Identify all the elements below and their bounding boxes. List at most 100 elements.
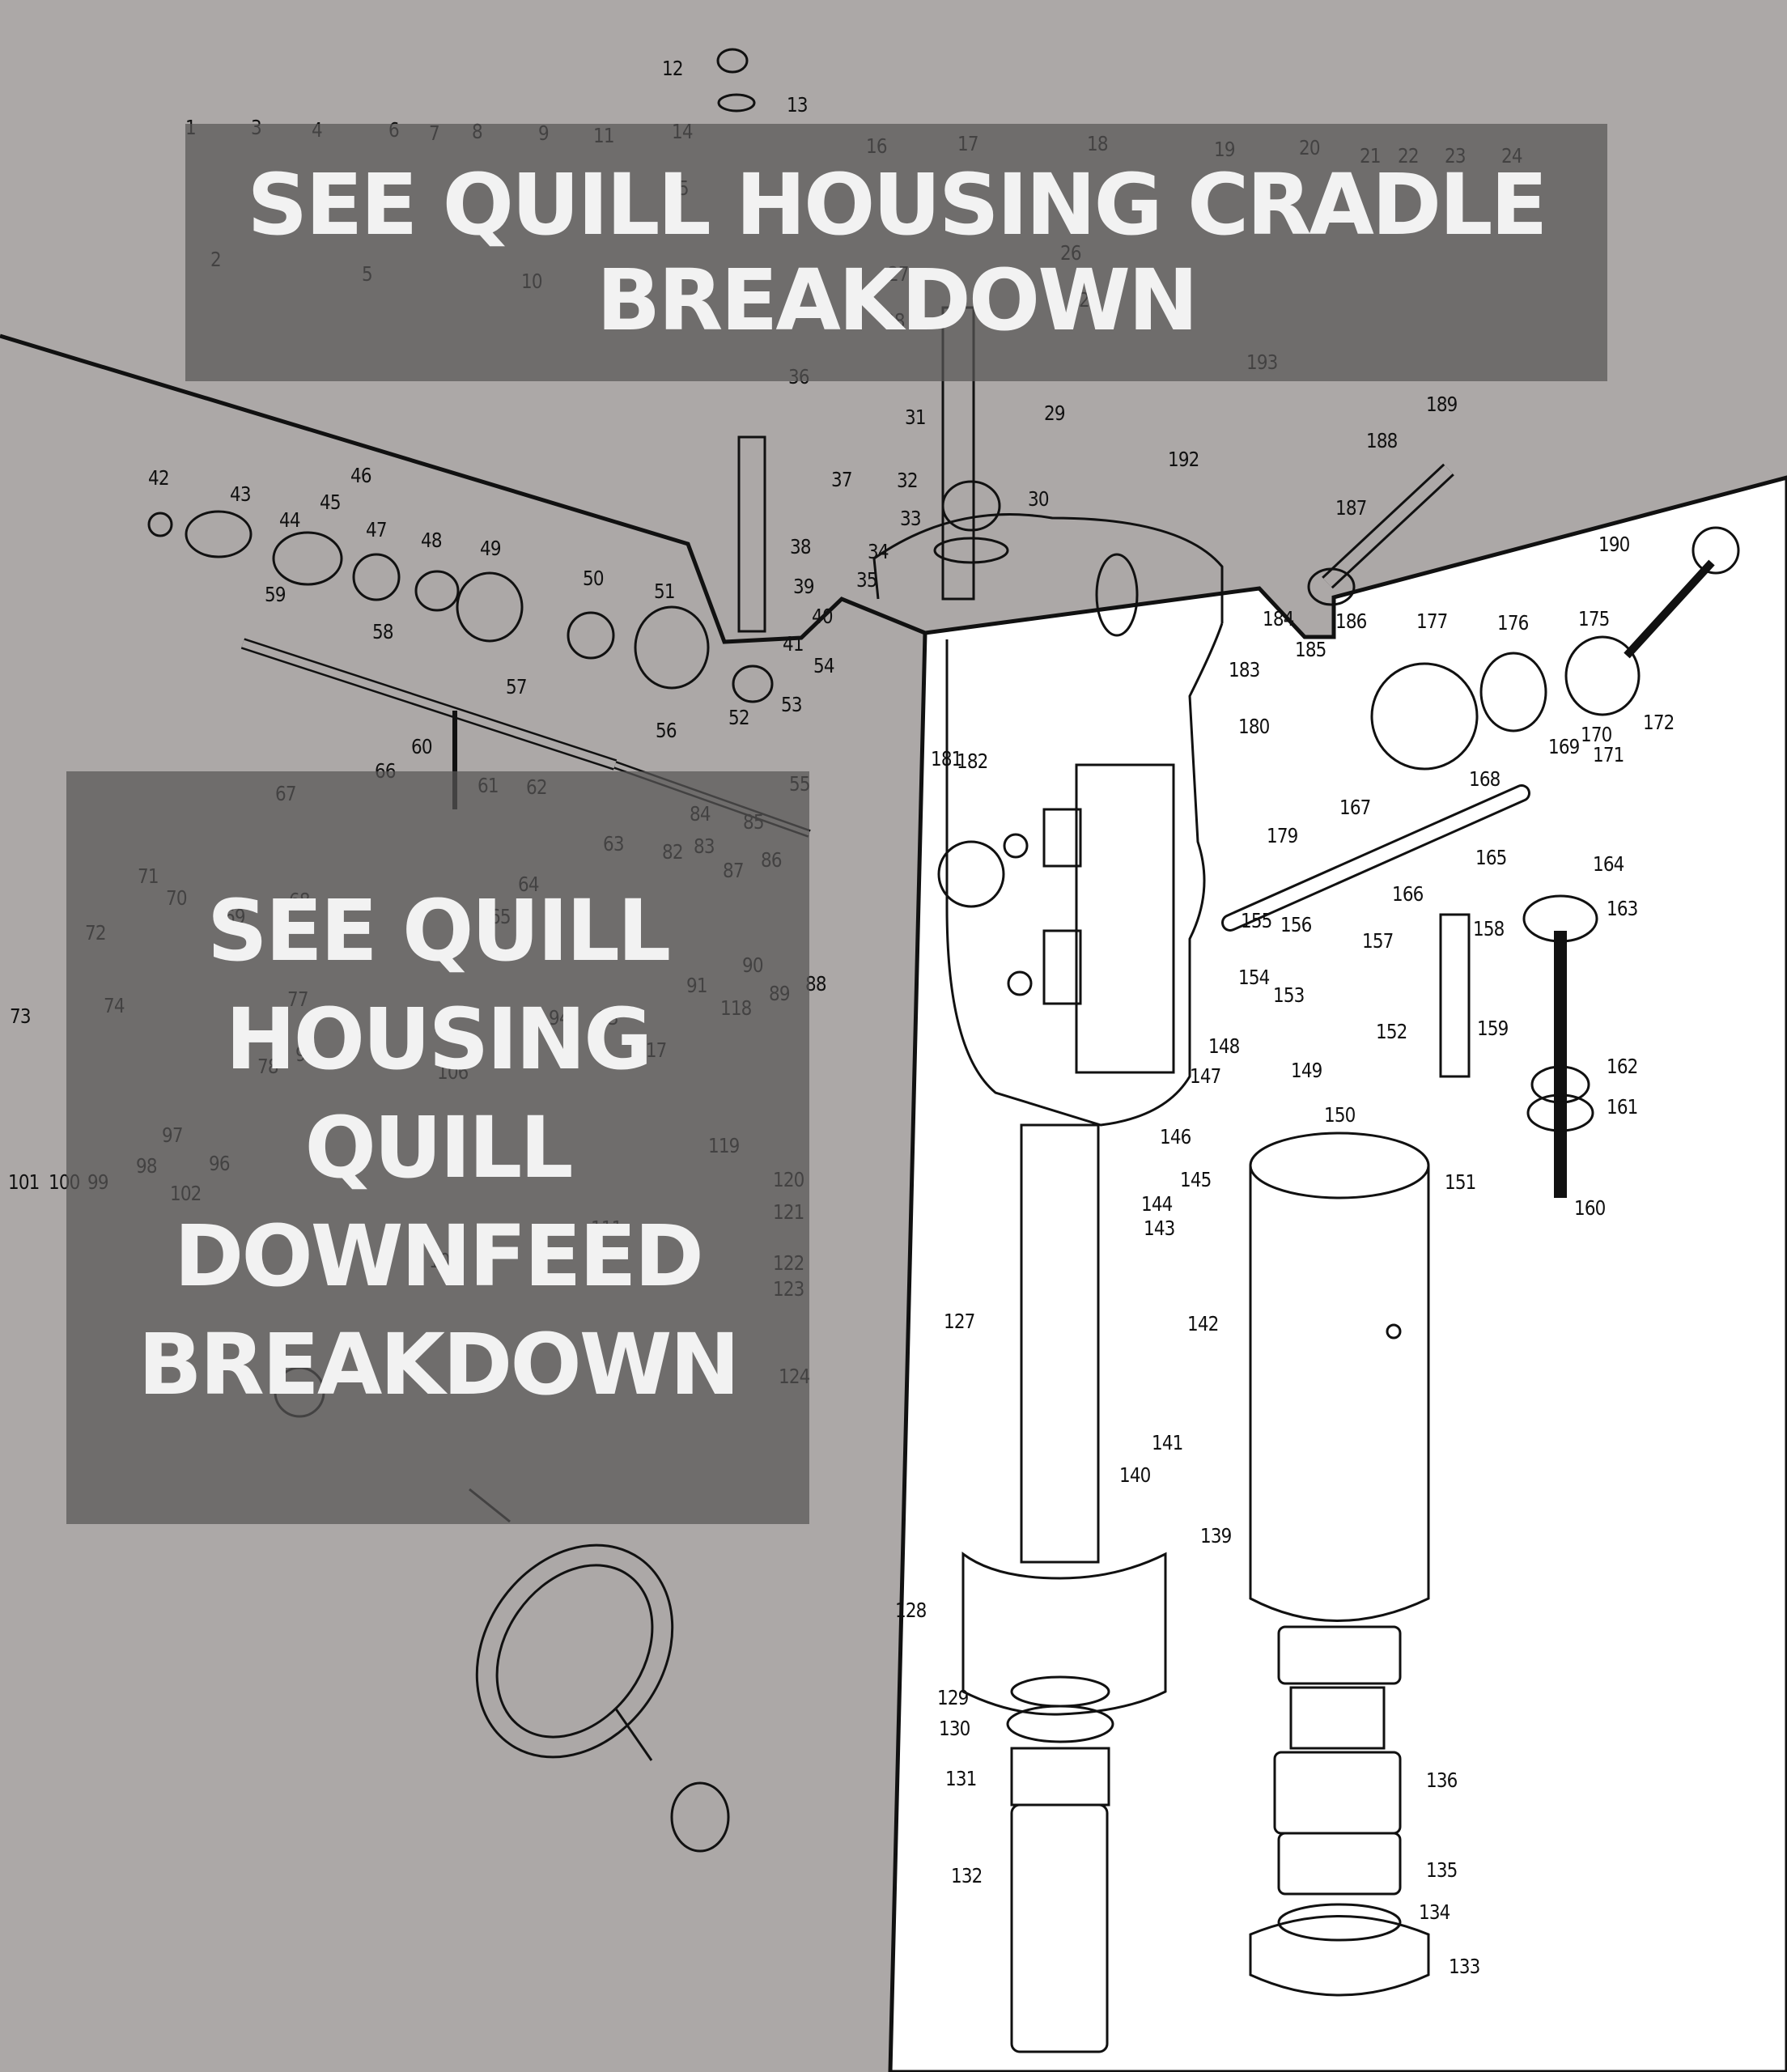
part-callout-144: 144 <box>1141 1192 1173 1216</box>
overlay-line: SEE QUILL <box>206 881 671 980</box>
part-callout-180: 180 <box>1238 715 1270 738</box>
part-callout-170: 170 <box>1581 723 1612 746</box>
part-callout-176: 176 <box>1497 611 1529 635</box>
part-callout-168: 168 <box>1469 767 1500 791</box>
part-callout-182: 182 <box>957 749 988 773</box>
part-callout-153: 153 <box>1273 983 1305 1007</box>
part-callout-159: 159 <box>1477 1017 1509 1040</box>
part-callout-132: 132 <box>951 1864 983 1887</box>
part-callout-161: 161 <box>1607 1095 1638 1119</box>
part-callout-150: 150 <box>1324 1103 1356 1127</box>
part-callout-140: 140 <box>1119 1463 1151 1487</box>
part-callout-51: 51 <box>654 580 675 603</box>
cradle-breakdown-overlay[interactable]: SEE QUILL HOUSING CRADLE BREAKDOWN <box>185 124 1607 381</box>
part-callout-58: 58 <box>372 620 393 643</box>
part-callout-41: 41 <box>783 632 804 656</box>
part-callout-158: 158 <box>1473 917 1505 940</box>
overlay-line: BREAKDOWN <box>138 1315 741 1414</box>
part-callout-154: 154 <box>1238 966 1270 989</box>
active-region <box>888 475 1787 2072</box>
part-callout-192: 192 <box>1168 448 1199 471</box>
part-callout-127: 127 <box>944 1310 975 1333</box>
part-callout-187: 187 <box>1335 496 1367 520</box>
part-callout-146: 146 <box>1160 1125 1191 1149</box>
overlay-line: HOUSING <box>225 990 653 1089</box>
part-callout-59: 59 <box>265 583 286 606</box>
downfeed-breakdown-text: SEE QUILL HOUSING QUILL DOWNFEED BREAKDO… <box>138 877 741 1419</box>
part-callout-35: 35 <box>856 568 877 592</box>
overlay-line: QUILL <box>304 1098 573 1197</box>
part-callout-37: 37 <box>831 468 852 491</box>
part-callout-53: 53 <box>781 693 802 716</box>
part-callout-13: 13 <box>787 93 808 117</box>
part-callout-32: 32 <box>897 469 918 492</box>
part-callout-38: 38 <box>790 535 811 558</box>
part-callout-56: 56 <box>656 719 677 742</box>
spindle-assembly <box>961 1123 1167 2053</box>
fine-feed-assembly <box>1221 526 1740 1198</box>
overlay-line: BREAKDOWN <box>596 251 1199 350</box>
part-callout-145: 145 <box>1180 1168 1212 1191</box>
part-callout-128: 128 <box>895 1599 927 1622</box>
part-callout-162: 162 <box>1607 1055 1638 1078</box>
part-callout-184: 184 <box>1263 607 1294 631</box>
part-callout-134: 134 <box>1419 1900 1450 1924</box>
part-callout-141: 141 <box>1152 1431 1183 1454</box>
part-callout-44: 44 <box>279 508 300 532</box>
part-callout-50: 50 <box>583 567 604 590</box>
part-callout-52: 52 <box>728 706 749 729</box>
part-callout-135: 135 <box>1426 1858 1458 1882</box>
part-callout-30: 30 <box>1028 487 1049 511</box>
part-callout-169: 169 <box>1548 735 1580 758</box>
part-callout-136: 136 <box>1426 1768 1458 1792</box>
part-callout-34: 34 <box>868 540 889 563</box>
part-callout-40: 40 <box>812 605 833 628</box>
part-callout-143: 143 <box>1144 1216 1175 1240</box>
part-callout-43: 43 <box>230 482 251 506</box>
part-callout-152: 152 <box>1376 1020 1407 1043</box>
quill-sleeve-assembly <box>1249 1132 1430 1997</box>
part-callout-163: 163 <box>1607 897 1638 920</box>
part-callout-181: 181 <box>931 747 962 771</box>
downfeed-breakdown-overlay[interactable]: SEE QUILL HOUSING QUILL DOWNFEED BREAKDO… <box>66 771 809 1524</box>
part-callout-49: 49 <box>480 537 501 560</box>
part-callout-133: 133 <box>1449 1955 1480 1978</box>
part-callout-172: 172 <box>1643 711 1675 734</box>
part-callout-60: 60 <box>411 735 432 758</box>
part-callout-29: 29 <box>1044 401 1065 425</box>
part-callout-39: 39 <box>793 575 814 598</box>
part-callout-147: 147 <box>1190 1064 1221 1088</box>
part-callout-164: 164 <box>1593 852 1624 876</box>
part-callout-45: 45 <box>320 490 341 514</box>
part-callout-54: 54 <box>813 654 834 677</box>
part-callout-186: 186 <box>1335 609 1367 633</box>
part-callout-73: 73 <box>10 1004 31 1028</box>
overlay-line: SEE QUILL HOUSING CRADLE <box>247 155 1547 254</box>
part-callout-129: 129 <box>937 1686 969 1709</box>
part-callout-179: 179 <box>1267 824 1298 847</box>
part-callout-155: 155 <box>1241 909 1272 932</box>
part-callout-57: 57 <box>506 675 527 698</box>
part-callout-12: 12 <box>662 57 683 80</box>
part-callout-189: 189 <box>1426 393 1458 416</box>
part-callout-131: 131 <box>945 1767 977 1790</box>
quill-housing-casting <box>937 622 1224 1127</box>
part-callout-33: 33 <box>900 507 921 530</box>
part-callout-165: 165 <box>1475 846 1507 869</box>
part-callout-101: 101 <box>8 1170 40 1194</box>
part-callout-160: 160 <box>1574 1196 1606 1220</box>
part-callout-46: 46 <box>350 464 371 487</box>
part-callout-185: 185 <box>1295 638 1326 661</box>
part-callout-142: 142 <box>1187 1312 1219 1335</box>
part-callout-148: 148 <box>1208 1034 1240 1058</box>
part-callout-183: 183 <box>1229 658 1260 681</box>
part-callout-130: 130 <box>939 1717 970 1740</box>
part-callout-190: 190 <box>1598 533 1630 556</box>
part-callout-151: 151 <box>1445 1170 1476 1194</box>
part-callout-177: 177 <box>1416 609 1448 633</box>
overlay-line: DOWNFEED <box>174 1207 704 1306</box>
region-boundary-line <box>0 333 926 644</box>
part-callout-42: 42 <box>148 466 169 490</box>
cradle-breakdown-text: SEE QUILL HOUSING CRADLE BREAKDOWN <box>247 155 1547 350</box>
